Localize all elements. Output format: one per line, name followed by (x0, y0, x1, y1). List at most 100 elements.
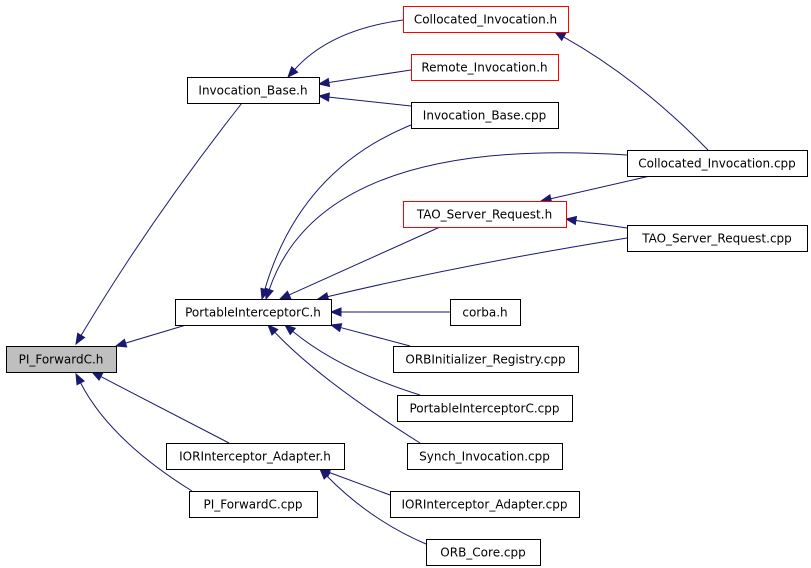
node-portableinterceptorc-cpp[interactable]: PortableInterceptorC.cpp (397, 395, 573, 422)
node-tao-server-request-cpp[interactable]: TAO_Server_Request.cpp (627, 225, 808, 252)
node-box[interactable] (187, 77, 320, 104)
edge-line (326, 475, 427, 545)
edge-tao_server_request_cpp-to-portableinterceptorc_h (316, 237, 628, 302)
edge-iorinterceptor_adapter_cpp-to-iorinterceptor_adapter_h (318, 468, 391, 496)
node-box[interactable] (627, 150, 808, 177)
node-label: ORB_Core.cpp (440, 546, 525, 560)
node-collocated-invocation-cpp[interactable]: Collocated_Invocation.cpp (627, 150, 808, 177)
node-invocation-base-cpp[interactable]: Invocation_Base.cpp (411, 102, 559, 129)
node-label: ORBInitializer_Registry.cpp (405, 353, 565, 367)
edge-line (80, 382, 193, 492)
edge-line (264, 124, 412, 290)
edge-collocated_invocation_cpp-to-collocated_invocation_h (553, 31, 709, 151)
edge-arrowhead (329, 323, 343, 333)
edge-line (80, 102, 243, 336)
node-portableinterceptorc-h[interactable]: PortableInterceptorC.h (175, 299, 332, 326)
node-box[interactable] (397, 395, 573, 422)
edge-arrowhead (553, 31, 567, 42)
edge-line (328, 96, 412, 107)
node-iorinterceptor-adapter-h[interactable]: IORInterceptor_Adapter.h (166, 443, 345, 470)
node-orbinitializer-registry-cpp[interactable]: ORBInitializer_Registry.cpp (393, 346, 579, 373)
node-pi-forwardc-h[interactable]: PI_ForwardC.h (6, 346, 117, 373)
edge-orbinitializer_registry_cpp-to-portableinterceptorc_h (329, 323, 411, 347)
edge-line (292, 330, 421, 396)
edge-arrowhead (317, 77, 331, 88)
edge-line (563, 36, 709, 151)
node-box[interactable] (6, 346, 117, 373)
edge-line (288, 226, 441, 296)
node-orb-core-cpp[interactable]: ORB_Core.cpp (426, 539, 541, 566)
node-label: Invocation_Base.h (198, 84, 307, 98)
node-box[interactable] (403, 201, 567, 228)
edge-line (340, 327, 411, 347)
edge-arrowhead (267, 324, 279, 336)
node-label: Collocated_Invocation.h (414, 13, 557, 27)
edge-synch_invocation_cpp-to-portableinterceptorc_h (267, 324, 421, 444)
edge-portableinterceptorc_h-to-pi_forwardc_h (114, 324, 187, 348)
edge-line (294, 19, 404, 70)
edge-collocated_invocation_h-to-invocation_base_h (287, 19, 404, 79)
nodes-layer: PI_ForwardC.hInvocation_Base.hCollocated… (6, 6, 808, 566)
edge-arrowhead (90, 371, 104, 382)
node-box[interactable] (407, 443, 563, 470)
edge-arrowhead (264, 287, 274, 301)
edge-portableinterceptorc_cpp-to-portableinterceptorc_h (283, 324, 421, 396)
node-label: TAO_Server_Request.cpp (641, 232, 792, 246)
node-label: PortableInterceptorC.h (185, 306, 321, 320)
node-label: corba.h (462, 306, 507, 320)
node-label: IORInterceptor_Adapter.cpp (402, 498, 568, 512)
edge-line (274, 331, 421, 444)
edge-orb_core_cpp-to-iorinterceptor_adapter_h (319, 468, 427, 545)
node-box[interactable] (411, 102, 559, 129)
edge-line (329, 472, 391, 496)
node-label: IORInterceptor_Adapter.h (179, 450, 331, 464)
node-box[interactable] (411, 54, 559, 81)
edge-tao_server_request_h-to-portableinterceptorc_h (278, 226, 441, 300)
edge-line (125, 324, 187, 344)
node-box[interactable] (175, 299, 332, 326)
edge-corba_h-to-portableinterceptorc_h (329, 307, 450, 317)
node-invocation-base-h[interactable]: Invocation_Base.h (187, 77, 320, 104)
edges-layer (75, 19, 709, 545)
node-synch-invocation-cpp[interactable]: Synch_Invocation.cpp (407, 443, 563, 470)
edge-pi_forwardc_cpp-to-pi_forwardc_h (75, 372, 193, 492)
edge-line (550, 175, 651, 200)
node-corba-h[interactable]: corba.h (450, 299, 521, 326)
edge-iorinterceptor_adapter_h-to-pi_forwardc_h (90, 371, 230, 444)
edge-arrowhead (75, 332, 86, 346)
edge-remote_invocation_h-to-invocation_base_h (317, 69, 412, 88)
edge-invocation_base_h-to-pi_forwardc_h (75, 102, 243, 346)
edge-arrowhead (329, 307, 342, 317)
edge-arrowhead (75, 372, 86, 386)
node-box[interactable] (166, 443, 345, 470)
node-box[interactable] (403, 6, 569, 33)
node-box[interactable] (426, 539, 541, 566)
node-label: TAO_Server_Request.h (416, 208, 552, 222)
node-box[interactable] (627, 225, 808, 252)
edge-arrowhead (278, 290, 292, 300)
node-box[interactable] (390, 491, 580, 518)
node-label: PI_ForwardC.h (19, 353, 104, 367)
node-tao-server-request-h[interactable]: TAO_Server_Request.h (403, 201, 567, 228)
edge-line (575, 219, 628, 229)
edge-arrowhead (564, 215, 578, 226)
edge-arrowhead (317, 92, 330, 102)
node-box[interactable] (450, 299, 521, 326)
edge-arrowhead (283, 324, 297, 336)
node-collocated-invocation-h[interactable]: Collocated_Invocation.h (403, 6, 569, 33)
edge-arrowhead (319, 468, 331, 480)
edge-invocation_base_cpp-to-portableinterceptorc_h (260, 124, 412, 301)
node-label: Collocated_Invocation.cpp (638, 157, 796, 171)
node-box[interactable] (393, 346, 579, 373)
node-label: PI_ForwardC.cpp (203, 498, 302, 512)
node-remote-invocation-h[interactable]: Remote_Invocation.h (411, 54, 559, 81)
edge-invocation_base_cpp-to-invocation_base_h (317, 92, 412, 107)
edge-line (328, 69, 412, 83)
edge-collocated_invocation_cpp-to-portableinterceptorc_h (264, 152, 628, 301)
node-label: PortableInterceptorC.cpp (410, 402, 560, 416)
node-pi-forwardc-cpp[interactable]: PI_ForwardC.cpp (189, 491, 318, 518)
node-label: Invocation_Base.cpp (423, 109, 546, 123)
node-box[interactable] (189, 491, 318, 518)
node-iorinterceptor-adapter-cpp[interactable]: IORInterceptor_Adapter.cpp (390, 491, 580, 518)
